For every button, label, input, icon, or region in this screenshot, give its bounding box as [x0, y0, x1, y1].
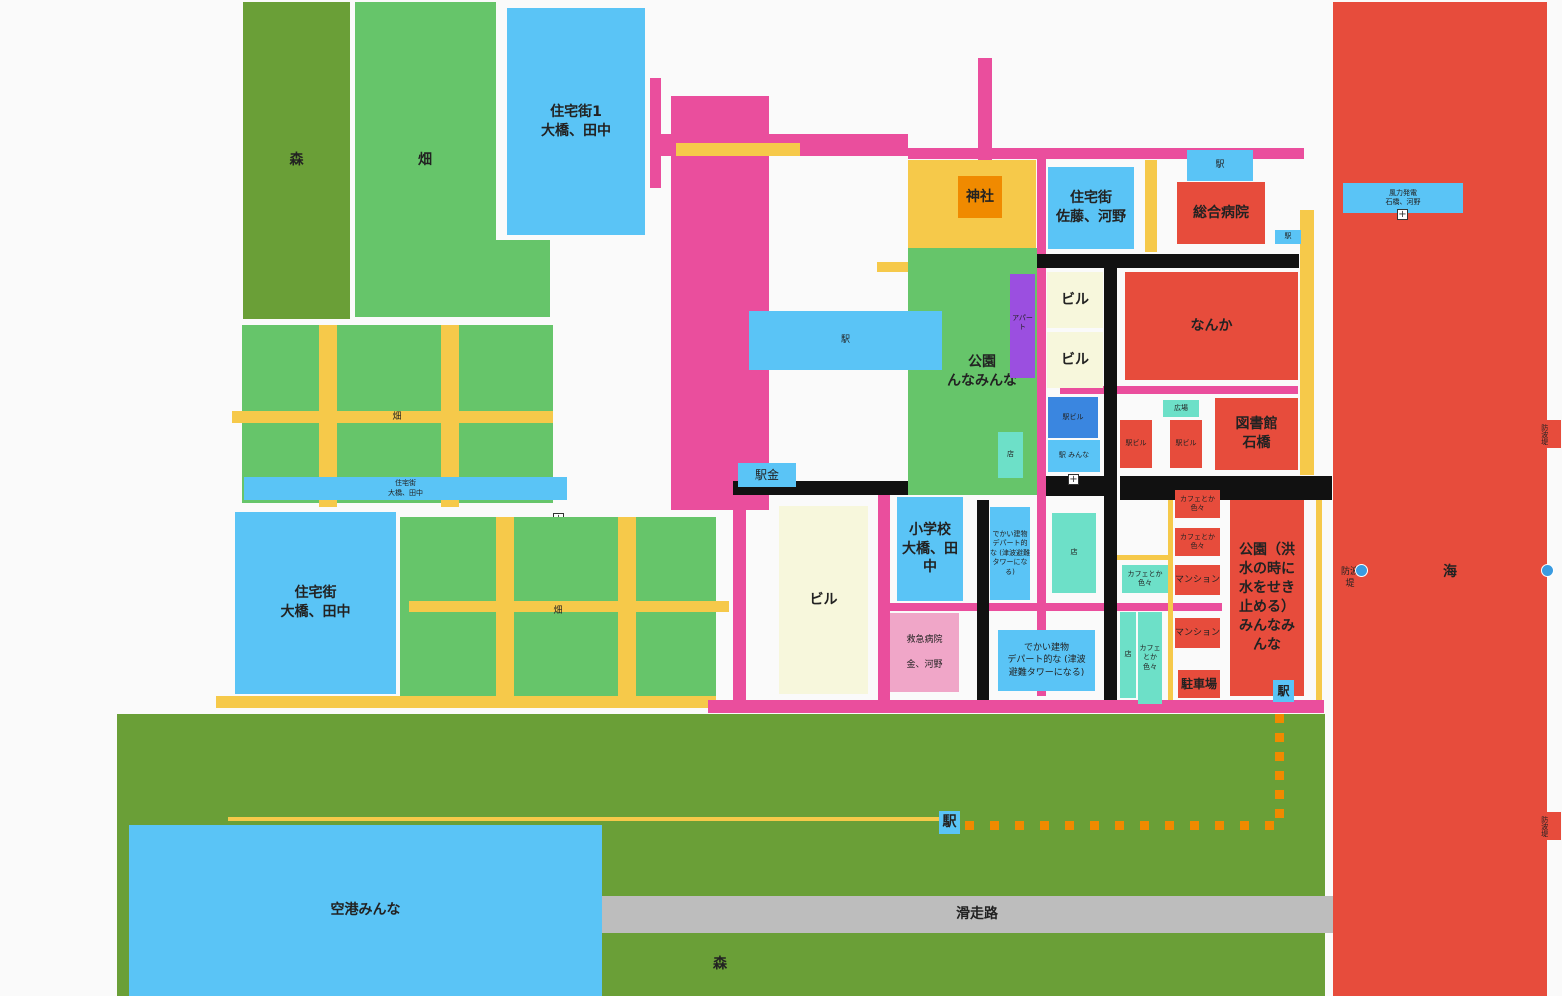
road-yellow-v2 [1300, 210, 1314, 475]
station-building-3[interactable]: 駅ビル [1170, 420, 1202, 468]
library[interactable]: 図書館 石橋 [1215, 398, 1298, 470]
residential-sato[interactable]: 住宅街 佐藤、河野 [1048, 167, 1134, 249]
circle-pin-icon [1355, 564, 1368, 577]
building-2[interactable]: ビル [1047, 332, 1103, 388]
station-bottom-right[interactable]: 駅 [1273, 680, 1294, 702]
station-small[interactable]: 駅 [1275, 230, 1301, 244]
road-field-bottom-v1 [496, 517, 514, 697]
road-field-mid-h [232, 411, 553, 423]
elementary-school[interactable]: 小学校 大橋、田 中 [897, 497, 963, 601]
road-yellow-stub [877, 262, 909, 272]
forest-bottom-label: 森 [713, 955, 727, 972]
rail-black-mid [1046, 476, 1106, 496]
road-pink-top-h2 [908, 148, 1304, 159]
road-pink-bottom-h [708, 700, 1324, 713]
station-mid[interactable]: 駅 [749, 311, 942, 370]
road-yellow-v4 [1168, 490, 1173, 700]
field-top-b[interactable] [496, 240, 550, 317]
plaza[interactable]: 広場 [1163, 400, 1199, 417]
residential-left[interactable]: 住宅街 大橋、田中 [235, 512, 396, 694]
station-minna[interactable]: 駅 みんな [1048, 440, 1100, 472]
road-bottom-left [216, 696, 716, 708]
plus-square-icon: + [1068, 474, 1079, 485]
road-field-bottom-h [409, 601, 729, 612]
road-yellow-top [676, 143, 800, 156]
rail-black-v2 [977, 500, 989, 700]
park-flood[interactable]: 公園（洪水の時に水をせき止める）みんなみんな [1230, 500, 1304, 696]
residential-strip[interactable]: 住宅街 大橋、田中 [244, 477, 567, 500]
field-mid-label: 畑 [392, 411, 402, 422]
cafe-3[interactable]: カフェとか色々 [1122, 565, 1168, 593]
emergency-hospital[interactable]: 救急病院 金、河野 [890, 613, 959, 692]
mansion-2[interactable]: マンション [1175, 618, 1220, 648]
road-yellow-v1 [1145, 160, 1157, 252]
shop-2[interactable]: 店 [1052, 513, 1096, 593]
forest-top[interactable]: 森 [243, 2, 350, 319]
seawall-right-1[interactable]: 防波堤 [1527, 420, 1561, 448]
rail-line-lower [228, 817, 940, 821]
nanka[interactable]: なんか [1125, 272, 1298, 380]
cafe-vertical[interactable]: カフェとか色々 [1138, 612, 1162, 704]
road-pink-lower-h [890, 603, 1105, 611]
shop-3[interactable]: 店 [1120, 612, 1136, 698]
wind-power[interactable]: 風力発電 石橋、河野 [1343, 183, 1463, 213]
parking[interactable]: 駐車場 [1178, 670, 1220, 698]
shrine[interactable]: 神社 [958, 176, 1002, 218]
rail-black-top [1037, 254, 1299, 268]
station-top[interactable]: 駅 [1187, 150, 1253, 181]
road-yellow-h1 [1110, 555, 1168, 560]
general-hospital[interactable]: 総合病院 [1177, 182, 1265, 244]
mansion-1[interactable]: マンション [1175, 565, 1220, 595]
apartment[interactable]: アパート [1010, 274, 1035, 378]
road-pink-center-v [1037, 156, 1046, 696]
building-tall[interactable]: ビル [779, 506, 868, 694]
circle-pin-icon [1541, 564, 1554, 577]
residential-1[interactable]: 住宅街1 大橋、田中 [507, 8, 645, 235]
station-kane[interactable]: 駅金 [738, 463, 796, 487]
road-pink-mid-h [1060, 386, 1298, 394]
field-top-label: 畑 [418, 151, 432, 168]
road-pink-left-v [733, 495, 746, 705]
road-pink-main-v [671, 96, 769, 510]
big-building-horizontal[interactable]: でかい建物 デパート的な (津波 避難タワーになる) [998, 630, 1095, 691]
plus-square-icon: + [1397, 209, 1408, 220]
road-field-mid-v2 [441, 325, 459, 507]
road-pink-small-v [650, 78, 661, 188]
road-field-bottom-v2 [618, 517, 636, 697]
rail-black-v [1104, 254, 1117, 700]
road-field-mid-v1 [319, 325, 337, 507]
station-lower[interactable]: 駅 [939, 811, 960, 834]
sea-area[interactable] [1333, 2, 1547, 996]
seawall-right-2[interactable]: 防波堤 [1527, 812, 1561, 840]
road-pink-top-v [978, 58, 992, 163]
road-yellow-v3 [1316, 490, 1322, 700]
building-1[interactable]: ビル [1047, 272, 1103, 328]
rail-black-right [1120, 476, 1332, 500]
sea-label: 海 [1443, 563, 1457, 580]
station-building-1[interactable]: 駅ビル [1048, 397, 1098, 438]
station-building-2[interactable]: 駅ビル [1120, 420, 1152, 468]
field-bottom-label: 畑 [553, 605, 563, 616]
road-pink-v2 [878, 490, 890, 700]
seawall-left-label: 防波堤 [1340, 566, 1359, 589]
runway[interactable]: 滑走路 [602, 896, 1352, 933]
airport[interactable]: 空港みんな [129, 825, 602, 996]
cafe-2[interactable]: カフェとか色々 [1175, 528, 1220, 556]
cafe-1[interactable]: カフェとか色々 [1175, 490, 1220, 518]
shop-1[interactable]: 店 [998, 432, 1023, 478]
big-building-vertical[interactable]: でかい建物デパート的な (津波避難タワーになる) [990, 507, 1030, 600]
field-top-a[interactable] [355, 2, 496, 317]
